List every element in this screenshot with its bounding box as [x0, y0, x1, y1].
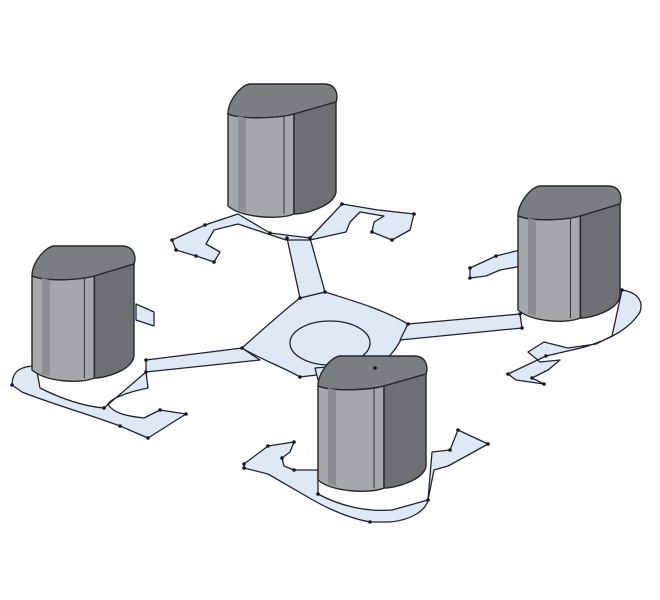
vertex-dot [368, 520, 372, 524]
vertex-dot [448, 448, 452, 452]
vertex-dot [390, 238, 394, 242]
vertex-dot [486, 442, 490, 446]
vertex-dot [194, 254, 198, 258]
vertex-dot [412, 212, 416, 216]
block-back-face-right [293, 101, 337, 215]
vertex-dot [298, 375, 302, 379]
vertex-dot [242, 462, 246, 466]
block-left [31, 245, 136, 382]
vertex-dot [426, 498, 430, 502]
vertex-dot [530, 376, 534, 380]
vertex-dot [373, 366, 377, 370]
blocks-group [31, 83, 622, 492]
vertex-dot [240, 346, 244, 350]
foot-left-tab [135, 303, 155, 327]
arm-right [399, 313, 523, 341]
vertex-dot [212, 260, 216, 264]
vertex-dot [468, 276, 472, 280]
block-right-edge-shade [528, 218, 536, 316]
block-right-face-left [517, 214, 582, 322]
vertex-dot [285, 236, 289, 240]
vertex-dot [544, 354, 548, 358]
vertex-dot [146, 436, 150, 440]
arm-back [286, 237, 326, 299]
vertex-dot [316, 492, 320, 496]
vertex-dot [292, 468, 296, 472]
block-front [317, 355, 428, 492]
vertex-dot [280, 456, 284, 460]
vertex-dot [520, 326, 524, 330]
vertex-markers [10, 202, 624, 524]
vertex-dot [542, 382, 546, 386]
vertex-dot [144, 370, 148, 374]
vertex-dot [494, 254, 498, 258]
vertex-dot [620, 288, 624, 292]
vertex-dot [102, 406, 106, 410]
block-left-edge-shade [42, 278, 50, 376]
vertex-dot [518, 312, 522, 316]
vertex-dot [468, 266, 472, 270]
vertex-dot [203, 223, 207, 227]
vertex-dot [298, 296, 302, 300]
arm-left [145, 347, 261, 373]
vertex-dot [370, 230, 374, 234]
vertex-dot [118, 424, 122, 428]
vertex-dot [292, 440, 296, 444]
block-right [517, 185, 622, 322]
block-back [227, 83, 338, 218]
vertex-dot [406, 322, 410, 326]
vertex-dot [10, 383, 14, 387]
vertex-dot [242, 466, 246, 470]
vertex-dot [266, 444, 270, 448]
block-back-edge-shade [238, 116, 246, 212]
block-right-face-right [579, 203, 621, 319]
vertex-dot [506, 372, 510, 376]
vertex-dot [340, 202, 344, 206]
vertex-dot [144, 358, 148, 362]
vertex-dot [184, 412, 188, 416]
vertex-dot [158, 408, 162, 412]
block-front-edge-shade [328, 388, 336, 486]
vertex-dot [268, 231, 272, 235]
foot-right-lower [507, 289, 642, 385]
block-front-face-right [383, 373, 427, 489]
foot-back [171, 203, 415, 263]
vertex-dot [174, 248, 178, 252]
vertex-dot [456, 428, 460, 432]
vertex-dot [308, 236, 312, 240]
vertex-dot [170, 238, 174, 242]
block-left-face-left [31, 274, 96, 382]
foot-right [469, 249, 523, 279]
block-left-face-right [93, 263, 135, 379]
vertex-dot [323, 290, 327, 294]
